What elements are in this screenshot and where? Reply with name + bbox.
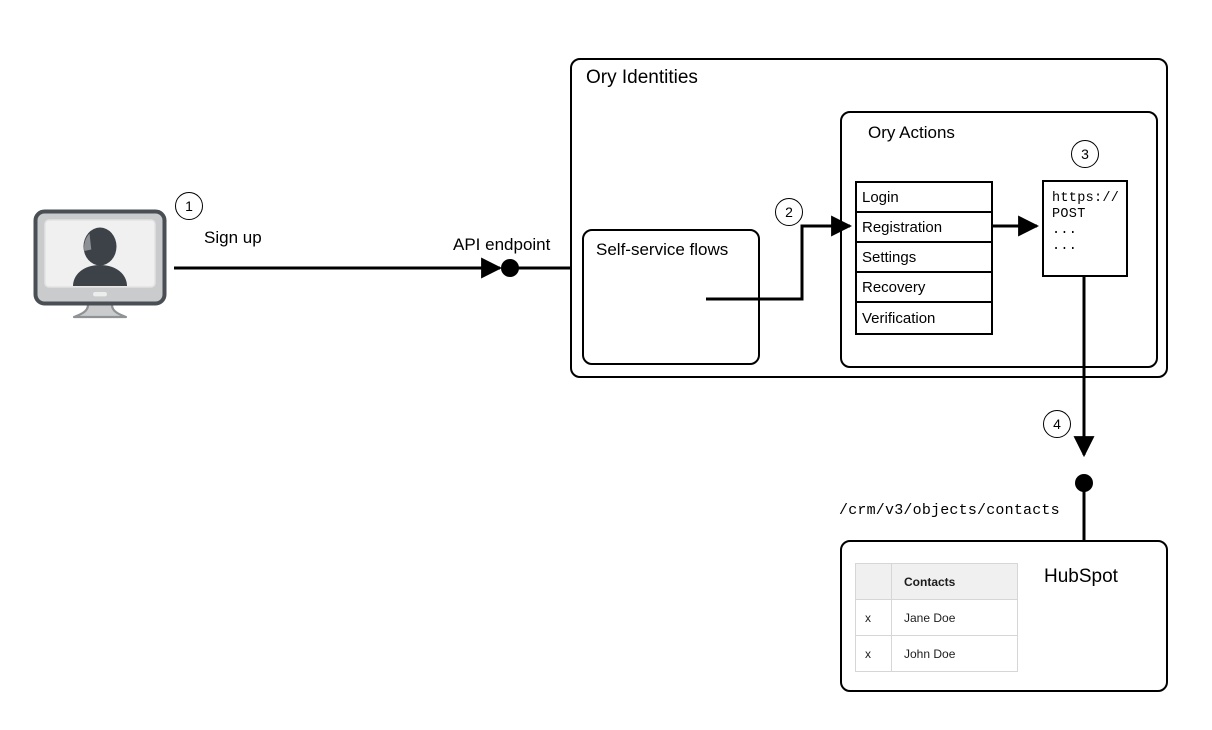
step-badge-3: 3 xyxy=(1071,140,1099,168)
table-header-select xyxy=(855,563,892,600)
sign-up-label: Sign up xyxy=(204,228,262,247)
flow-item-registration[interactable]: Registration xyxy=(857,213,991,243)
step-badge-1: 1 xyxy=(175,192,203,220)
api-endpoint-dot xyxy=(501,259,519,277)
ory-actions-flow-list: Login Registration Settings Recovery Ver… xyxy=(855,181,993,335)
monitor-svg xyxy=(33,209,167,319)
crm-endpoint-dot xyxy=(1075,474,1093,492)
contacts-table: Contacts x Jane Doe x John Doe xyxy=(855,563,1018,672)
flow-item-recovery[interactable]: Recovery xyxy=(857,273,991,303)
flow-item-verification[interactable]: Verification xyxy=(862,309,936,327)
row-select-jane[interactable]: x xyxy=(855,599,892,636)
hubspot-title: HubSpot xyxy=(1044,566,1118,587)
row-name-jane: Jane Doe xyxy=(891,599,1018,636)
flow-item-login[interactable]: Login xyxy=(857,183,991,213)
step-badge-4: 4 xyxy=(1043,410,1071,438)
table-row[interactable]: x John Doe xyxy=(855,635,1018,672)
row-name-john: John Doe xyxy=(891,635,1018,672)
table-header-contacts: Contacts xyxy=(891,563,1018,600)
ory-identities-title: Ory Identities xyxy=(586,67,698,88)
flow-item-settings[interactable]: Settings xyxy=(857,243,991,273)
self-service-flows-title: Self-service flows xyxy=(596,240,729,259)
step-badge-2: 2 xyxy=(775,198,803,226)
table-header-row: Contacts xyxy=(855,563,1018,600)
crm-path-label: /crm/v3/objects/contacts xyxy=(839,502,1060,519)
row-select-john[interactable]: x xyxy=(855,635,892,672)
table-row[interactable]: x Jane Doe xyxy=(855,599,1018,636)
webhook-code-box: https:// POST ... ... xyxy=(1042,180,1128,277)
api-endpoint-label: API endpoint xyxy=(453,235,551,254)
ory-actions-title: Ory Actions xyxy=(868,123,955,142)
user-monitor-icon xyxy=(33,209,167,319)
